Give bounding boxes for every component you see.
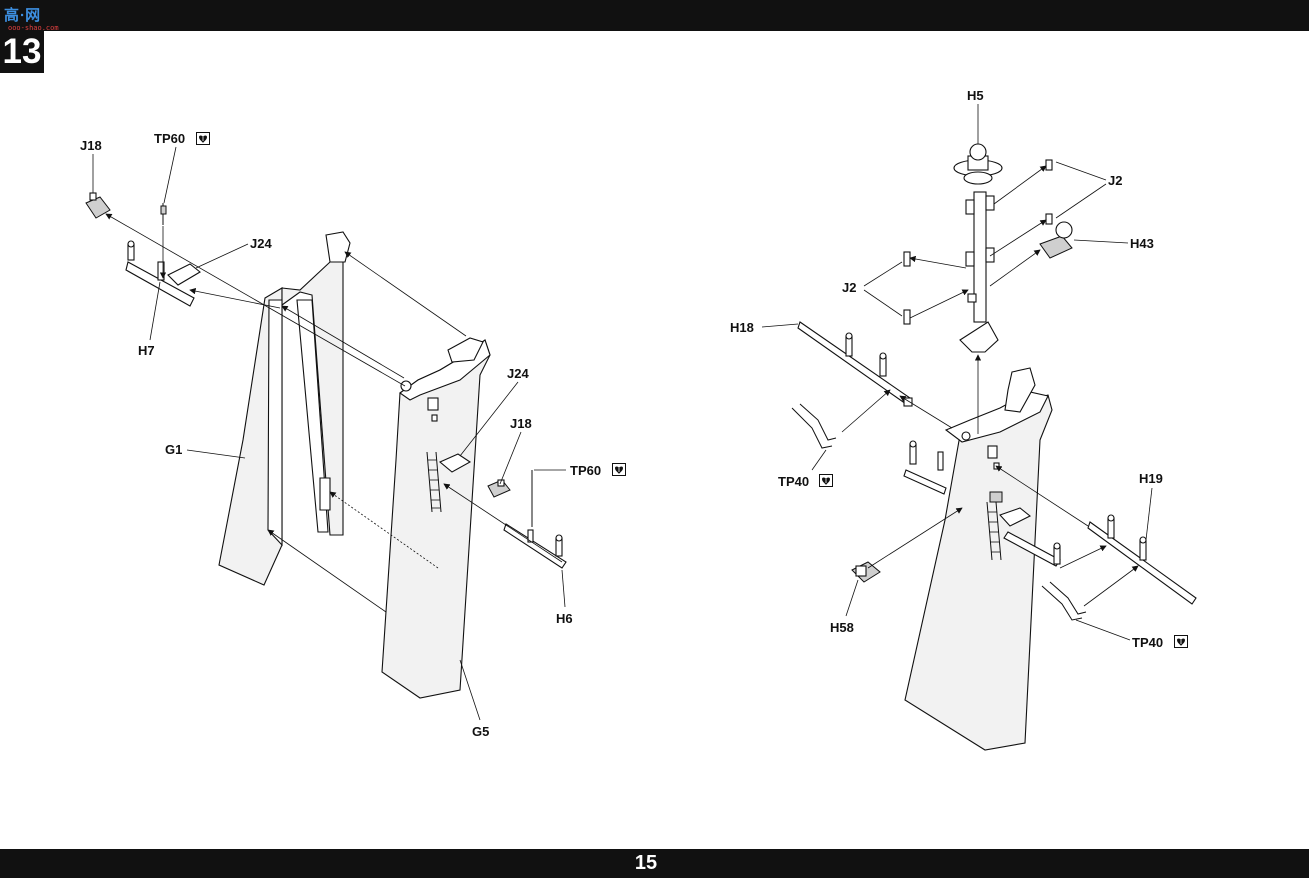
label-h18: H18: [730, 320, 754, 335]
left-assembly: [85, 146, 567, 721]
label-tp60-b: TP60: [570, 463, 601, 478]
label-g5: G5: [472, 724, 489, 739]
bag-icon: [1174, 635, 1188, 648]
label-j2-b: J2: [842, 280, 856, 295]
part-right-platform: [999, 507, 1032, 527]
part-j2: [903, 309, 911, 325]
bag-icon: [196, 132, 210, 145]
part-j2: [903, 251, 911, 267]
label-h58: H58: [830, 620, 854, 635]
label-tp40-a: TP40: [778, 474, 809, 489]
page-number: 15: [634, 852, 658, 874]
label-h43: H43: [1130, 236, 1154, 251]
part-g1-top-block: [325, 231, 351, 263]
label-tp60-a: TP60: [154, 131, 185, 146]
part-g1-front: [281, 261, 344, 536]
part-h6: [503, 523, 567, 569]
label-g1: G1: [165, 442, 182, 457]
bag-icon: [612, 463, 626, 476]
bottom-bar: [0, 849, 1309, 878]
label-h19: H19: [1139, 471, 1163, 486]
right-assembly: [761, 104, 1197, 751]
part-j2: [1045, 159, 1053, 171]
label-h5: H5: [967, 88, 984, 103]
part-ladder: [426, 451, 442, 513]
part-right-ladder: [986, 501, 1002, 561]
part-right-tower: [904, 394, 1053, 751]
part-g1-inner: [267, 299, 283, 547]
part-right-tower-block: [1004, 367, 1036, 413]
part-h43: [1039, 235, 1073, 259]
part-g5-window-small: [431, 414, 438, 422]
part-g5: [381, 339, 491, 699]
label-j24-a: J24: [250, 236, 272, 251]
site-logo-url: ooo-shao.com: [8, 24, 59, 32]
step-number-badge: 13: [0, 31, 44, 73]
part-g5-window: [427, 397, 439, 411]
part-j2: [1045, 213, 1053, 225]
label-j18-b: J18: [510, 416, 532, 431]
part-h18: [797, 321, 911, 405]
part-tp40-b: [1041, 585, 1083, 621]
part-h19: [1087, 521, 1197, 605]
top-bar: [0, 0, 1309, 31]
bag-icon: [819, 474, 833, 487]
label-h6: H6: [556, 611, 573, 626]
part-h5-mast: [953, 143, 1003, 353]
label-j2-a: J2: [1108, 173, 1122, 188]
label-j24-b: J24: [507, 366, 529, 381]
part-g1-slot: [296, 299, 329, 533]
part-tp40-a: [791, 407, 833, 449]
label-tp40-b: TP40: [1132, 635, 1163, 650]
label-j18-a: J18: [80, 138, 102, 153]
label-h7: H7: [138, 343, 155, 358]
part-j24-a: [167, 263, 201, 286]
part-j24-b-shape: [438, 453, 472, 473]
part-g1-tab: [319, 477, 331, 511]
part-g5-knob: [400, 380, 412, 392]
part-g5-rear-block: [447, 337, 484, 363]
site-logo: 高∙网: [4, 7, 42, 24]
